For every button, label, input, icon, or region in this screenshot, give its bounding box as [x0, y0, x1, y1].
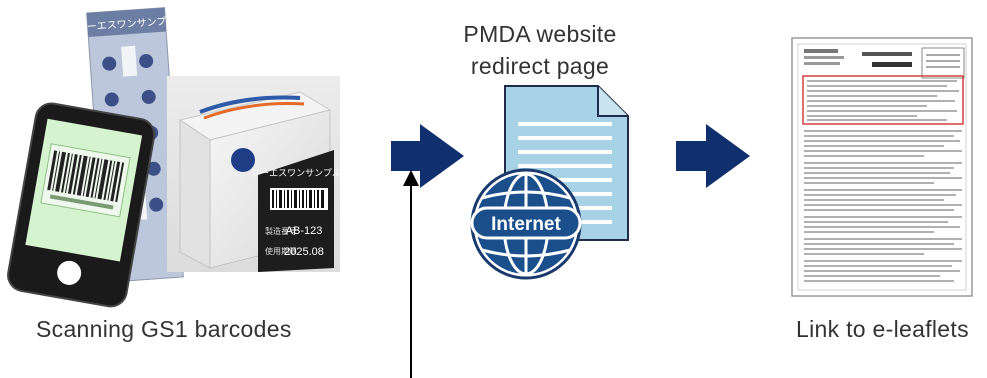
lot-code: AB-123 [286, 225, 323, 237]
e-leaflet-document [791, 37, 973, 297]
right-arrow-icon [676, 124, 750, 188]
expiry-field-label: 使用期限 [265, 246, 297, 256]
expiry-date: 2025.08 [284, 246, 324, 258]
right-arrow-icon [391, 124, 464, 188]
globe-label: Internet [491, 214, 561, 235]
pmda-title-line1: PMDA website [463, 21, 617, 47]
pmda-page-title: PMDA website redirect page [420, 18, 660, 82]
lot-field-label: 製造番号 [265, 226, 297, 236]
globe-icon: Internet [470, 168, 582, 280]
box-label: ジーエスワンサンプル [251, 168, 341, 178]
medicine-box-image: ジーエスワンサンプル 製造番号 使用期限 AB-123 2025.08 [167, 76, 341, 272]
caption-leaflets: Link to e-leaflets [796, 316, 969, 342]
caption-scanning: Scanning GS1 barcodes [36, 316, 292, 342]
smartphone-scanning-image [7, 102, 156, 308]
pmda-title-line2: redirect page [470, 53, 610, 79]
up-arrow-icon [403, 170, 419, 378]
